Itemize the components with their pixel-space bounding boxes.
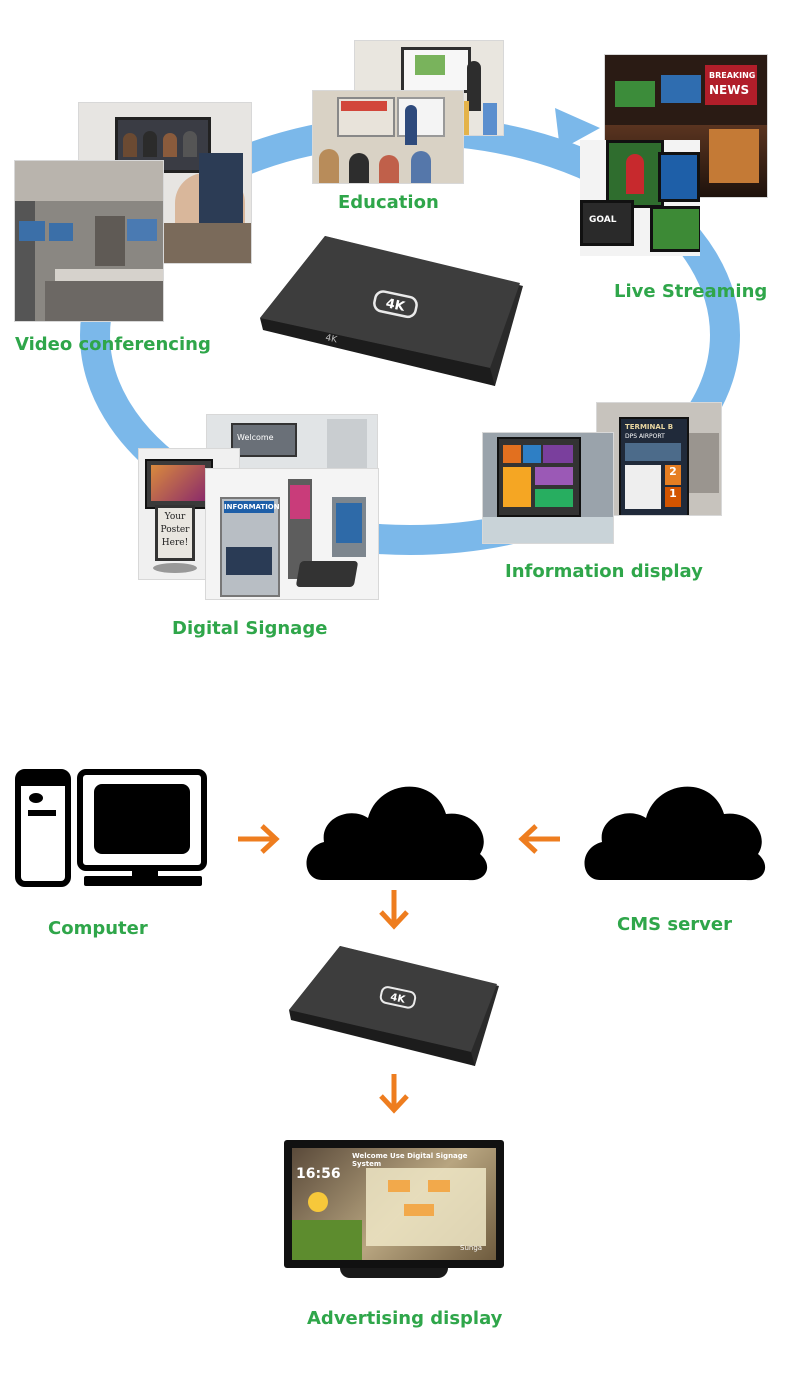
gate-1-text: 1 — [665, 487, 681, 507]
workflow-device-badge-text: 4K — [389, 992, 407, 1006]
information-kiosk-text: INFORMATION — [224, 501, 280, 513]
screen-brand: Sunga — [460, 1244, 483, 1252]
goal-text: GOAL — [589, 215, 617, 225]
arrow-right-icon — [238, 824, 280, 854]
label-digital-signage: Digital Signage — [172, 618, 328, 639]
label-advertising-display: Advertising display — [307, 1308, 503, 1329]
device-side-mark: 4K — [324, 333, 339, 345]
advertising-display-tv: Welcome Use Digital Signage System 16:56… — [284, 1140, 504, 1284]
arrow-down-icon — [379, 890, 409, 930]
classroom-lesson-photo — [312, 90, 464, 184]
meeting-room-photo — [14, 160, 164, 322]
information-kiosks-photo: INFORMATION — [205, 468, 379, 600]
screen-time: 16:56 — [296, 1166, 341, 1182]
news-text: NEWS — [709, 83, 750, 97]
screen-title: Welcome Use Digital Signage System — [352, 1152, 468, 1168]
welcome-text: Welcome — [237, 433, 274, 442]
info-kiosk-screen-photo — [482, 432, 614, 544]
tv-screen: Welcome Use Digital Signage System 16:56… — [292, 1148, 496, 1260]
label-information-display: Information display — [505, 561, 703, 582]
label-live-streaming: Live Streaming — [614, 281, 768, 302]
terminal-text: TERMINAL B — [625, 423, 674, 431]
ring-arrowhead — [555, 108, 600, 150]
label-video-conferencing: Video conferencing — [15, 334, 211, 355]
android-box-device: 4K 4K — [260, 236, 523, 386]
gate-2-text: 2 — [665, 465, 681, 485]
label-computer: Computer — [48, 918, 148, 939]
android-box-device-workflow: 4K — [289, 946, 499, 1066]
computer-icon — [15, 769, 207, 887]
arrow-left-icon — [518, 824, 560, 854]
cloud-icon — [306, 786, 488, 881]
label-cms-server: CMS server — [617, 914, 732, 935]
poster-text: Your Poster Here! — [155, 505, 195, 561]
football-monitors-photo: GOAL — [580, 140, 700, 256]
arrow-down-icon-2 — [379, 1074, 409, 1114]
label-education: Education — [338, 192, 439, 213]
breaking-news-text: BREAKING — [709, 71, 756, 80]
cms-cloud-icon — [584, 786, 766, 881]
airport-terminal-photo: TERMINAL B DPS AIRPORT 2 1 — [596, 402, 722, 516]
airport-text: DPS AIRPORT — [625, 433, 665, 440]
device-badge-text: 4K — [384, 296, 407, 315]
